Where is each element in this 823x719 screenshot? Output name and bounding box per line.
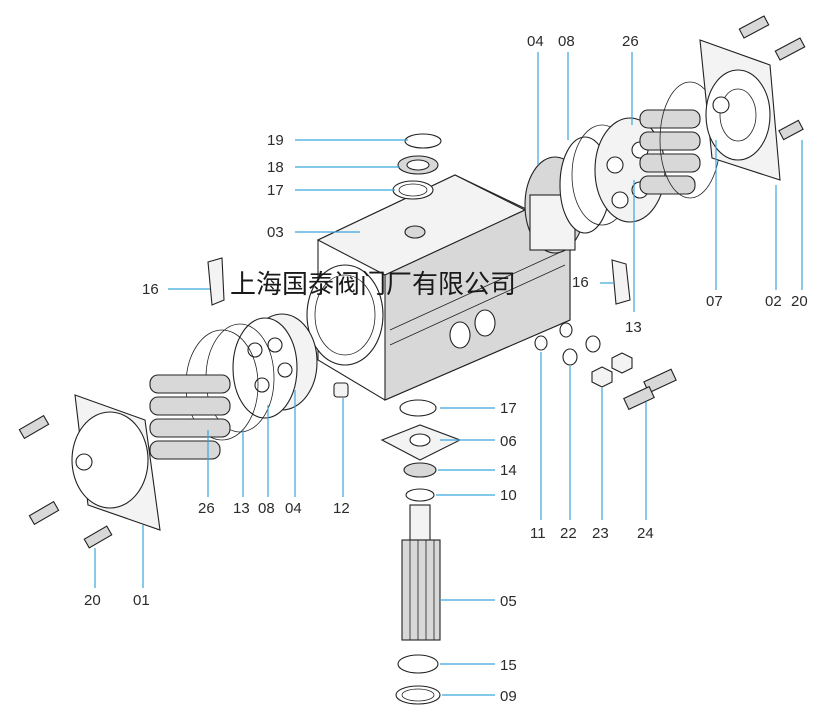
label-17-top: 17 — [267, 182, 284, 199]
label-07: 07 — [706, 293, 723, 310]
plug — [333, 382, 349, 398]
label-26-bottom: 26 — [198, 500, 215, 517]
right-end-cap — [699, 15, 806, 181]
label-04-top: 04 — [527, 33, 544, 50]
left-piston-group — [149, 313, 318, 460]
label-12: 12 — [333, 500, 350, 517]
label-20-right: 20 — [791, 293, 808, 310]
label-10: 10 — [500, 487, 517, 504]
right-piston-group — [524, 81, 721, 254]
shaft-stack — [380, 399, 462, 705]
top-ring-stack — [392, 133, 442, 200]
label-02: 02 — [765, 293, 782, 310]
label-20-left: 20 — [84, 592, 101, 609]
label-04-bottom: 04 — [285, 500, 302, 517]
part-number-labels: 19 18 17 03 04 08 26 16 16 13 07 02 20 1… — [84, 33, 808, 705]
label-23: 23 — [592, 525, 609, 542]
label-08-top: 08 — [558, 33, 575, 50]
right-spring-pack — [639, 109, 701, 195]
company-watermark: 上海国泰阀门厂有限公司 — [230, 270, 516, 300]
right-clip — [611, 259, 631, 305]
label-24: 24 — [637, 525, 654, 542]
label-17-bottom: 17 — [500, 400, 517, 417]
label-26-top: 26 — [622, 33, 639, 50]
label-06: 06 — [500, 433, 517, 450]
leader-lines — [94, 52, 803, 696]
actuator-body — [306, 174, 571, 401]
label-01: 01 — [133, 592, 150, 609]
label-16-right: 16 — [572, 274, 589, 291]
label-08-bottom: 08 — [258, 500, 275, 517]
label-14: 14 — [500, 462, 517, 479]
fasteners — [534, 322, 677, 411]
label-11: 11 — [530, 525, 546, 542]
label-13-right: 13 — [625, 319, 642, 336]
label-05: 05 — [500, 593, 517, 610]
label-18: 18 — [267, 159, 284, 176]
left-spring-pack — [149, 374, 231, 460]
label-22: 22 — [560, 525, 577, 542]
left-clip — [207, 257, 225, 306]
label-09: 09 — [500, 688, 517, 705]
label-13-bottom: 13 — [233, 500, 250, 517]
label-15: 15 — [500, 657, 517, 674]
label-03: 03 — [267, 224, 284, 241]
label-16-left: 16 — [142, 281, 159, 298]
label-19: 19 — [267, 132, 284, 149]
left-end-cap — [18, 394, 161, 549]
